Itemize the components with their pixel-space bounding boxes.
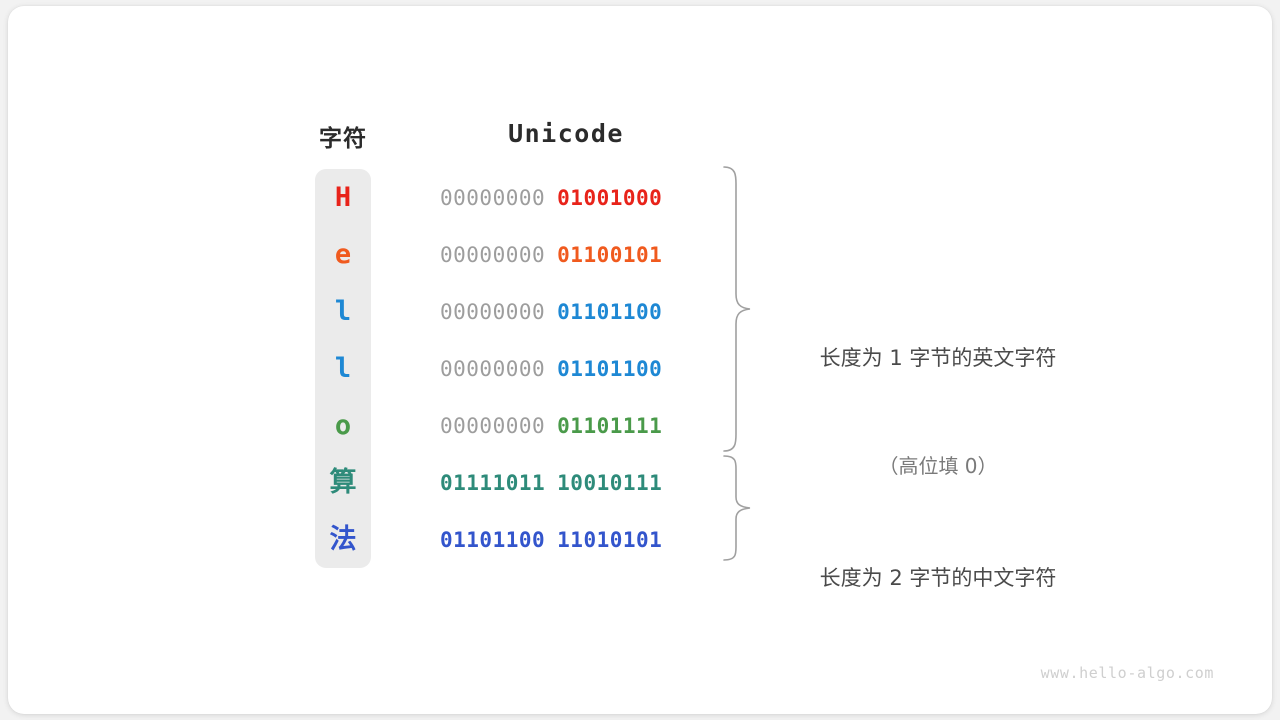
diagram-card: 字符 Unicode H 00000000 01001000 e 00000000 011…: [8, 6, 1272, 714]
annotation-one-byte: 长度为 1 字节的英文字符 （高位填 0）: [770, 268, 1106, 556]
unicode-binary-row: 00000000 01101100: [440, 340, 692, 397]
column-header-character: 字符: [319, 126, 367, 152]
character-glyph: 法: [329, 524, 357, 555]
character-glyph: l: [334, 353, 352, 384]
character-glyph: o: [334, 410, 352, 441]
annotation-two-byte-line1: 长度为 2 字节的中文字符: [819, 566, 1057, 590]
character-glyph: H: [334, 182, 352, 213]
unicode-high-byte: 01111011: [440, 470, 546, 495]
annotation-two-byte: 长度为 2 字节的中文字符: [770, 488, 1106, 668]
character-cell: e: [315, 226, 371, 283]
unicode-high-byte: 00000000: [440, 242, 546, 267]
character-cell: 算: [315, 454, 371, 511]
unicode-high-byte: 00000000: [440, 413, 546, 438]
character-glyph: l: [334, 296, 352, 327]
character-cell: o: [315, 397, 371, 454]
unicode-binary-row: 01101100 11010101: [440, 511, 692, 568]
character-glyph: e: [334, 239, 352, 270]
unicode-high-byte: 01101100: [440, 527, 546, 552]
unicode-low-byte: 01100101: [557, 242, 663, 267]
unicode-high-byte: 00000000: [440, 185, 546, 210]
character-cell: l: [315, 283, 371, 340]
annotation-one-byte-line2: （高位填 0）: [878, 454, 998, 478]
character-glyph: 算: [329, 467, 357, 498]
unicode-low-byte: 01101100: [557, 356, 663, 381]
unicode-low-byte: 11010101: [557, 527, 663, 552]
brace-one-byte: [723, 166, 751, 452]
unicode-low-byte: 01101111: [557, 413, 663, 438]
unicode-binary-row: 00000000 01101100: [440, 283, 692, 340]
unicode-binary-row: 01111011 10010111: [440, 454, 692, 511]
character-cell: H: [315, 169, 371, 226]
character-cell: 法: [315, 511, 371, 568]
unicode-low-byte: 10010111: [557, 470, 663, 495]
unicode-binary-row: 00000000 01100101: [440, 226, 692, 283]
annotation-one-byte-line1: 长度为 1 字节的英文字符: [819, 346, 1057, 370]
unicode-high-byte: 00000000: [440, 356, 546, 381]
unicode-high-byte: 00000000: [440, 299, 546, 324]
character-column-panel: [315, 169, 371, 568]
character-cell: l: [315, 340, 371, 397]
watermark: www.hello-algo.com: [1040, 664, 1214, 682]
brace-two-byte: [723, 455, 751, 561]
unicode-binary-row: 00000000 01001000: [440, 169, 692, 226]
unicode-low-byte: 01101100: [557, 299, 663, 324]
unicode-low-byte: 01001000: [557, 185, 663, 210]
column-header-unicode: Unicode: [508, 119, 624, 148]
unicode-binary-row: 00000000 01101111: [440, 397, 692, 454]
